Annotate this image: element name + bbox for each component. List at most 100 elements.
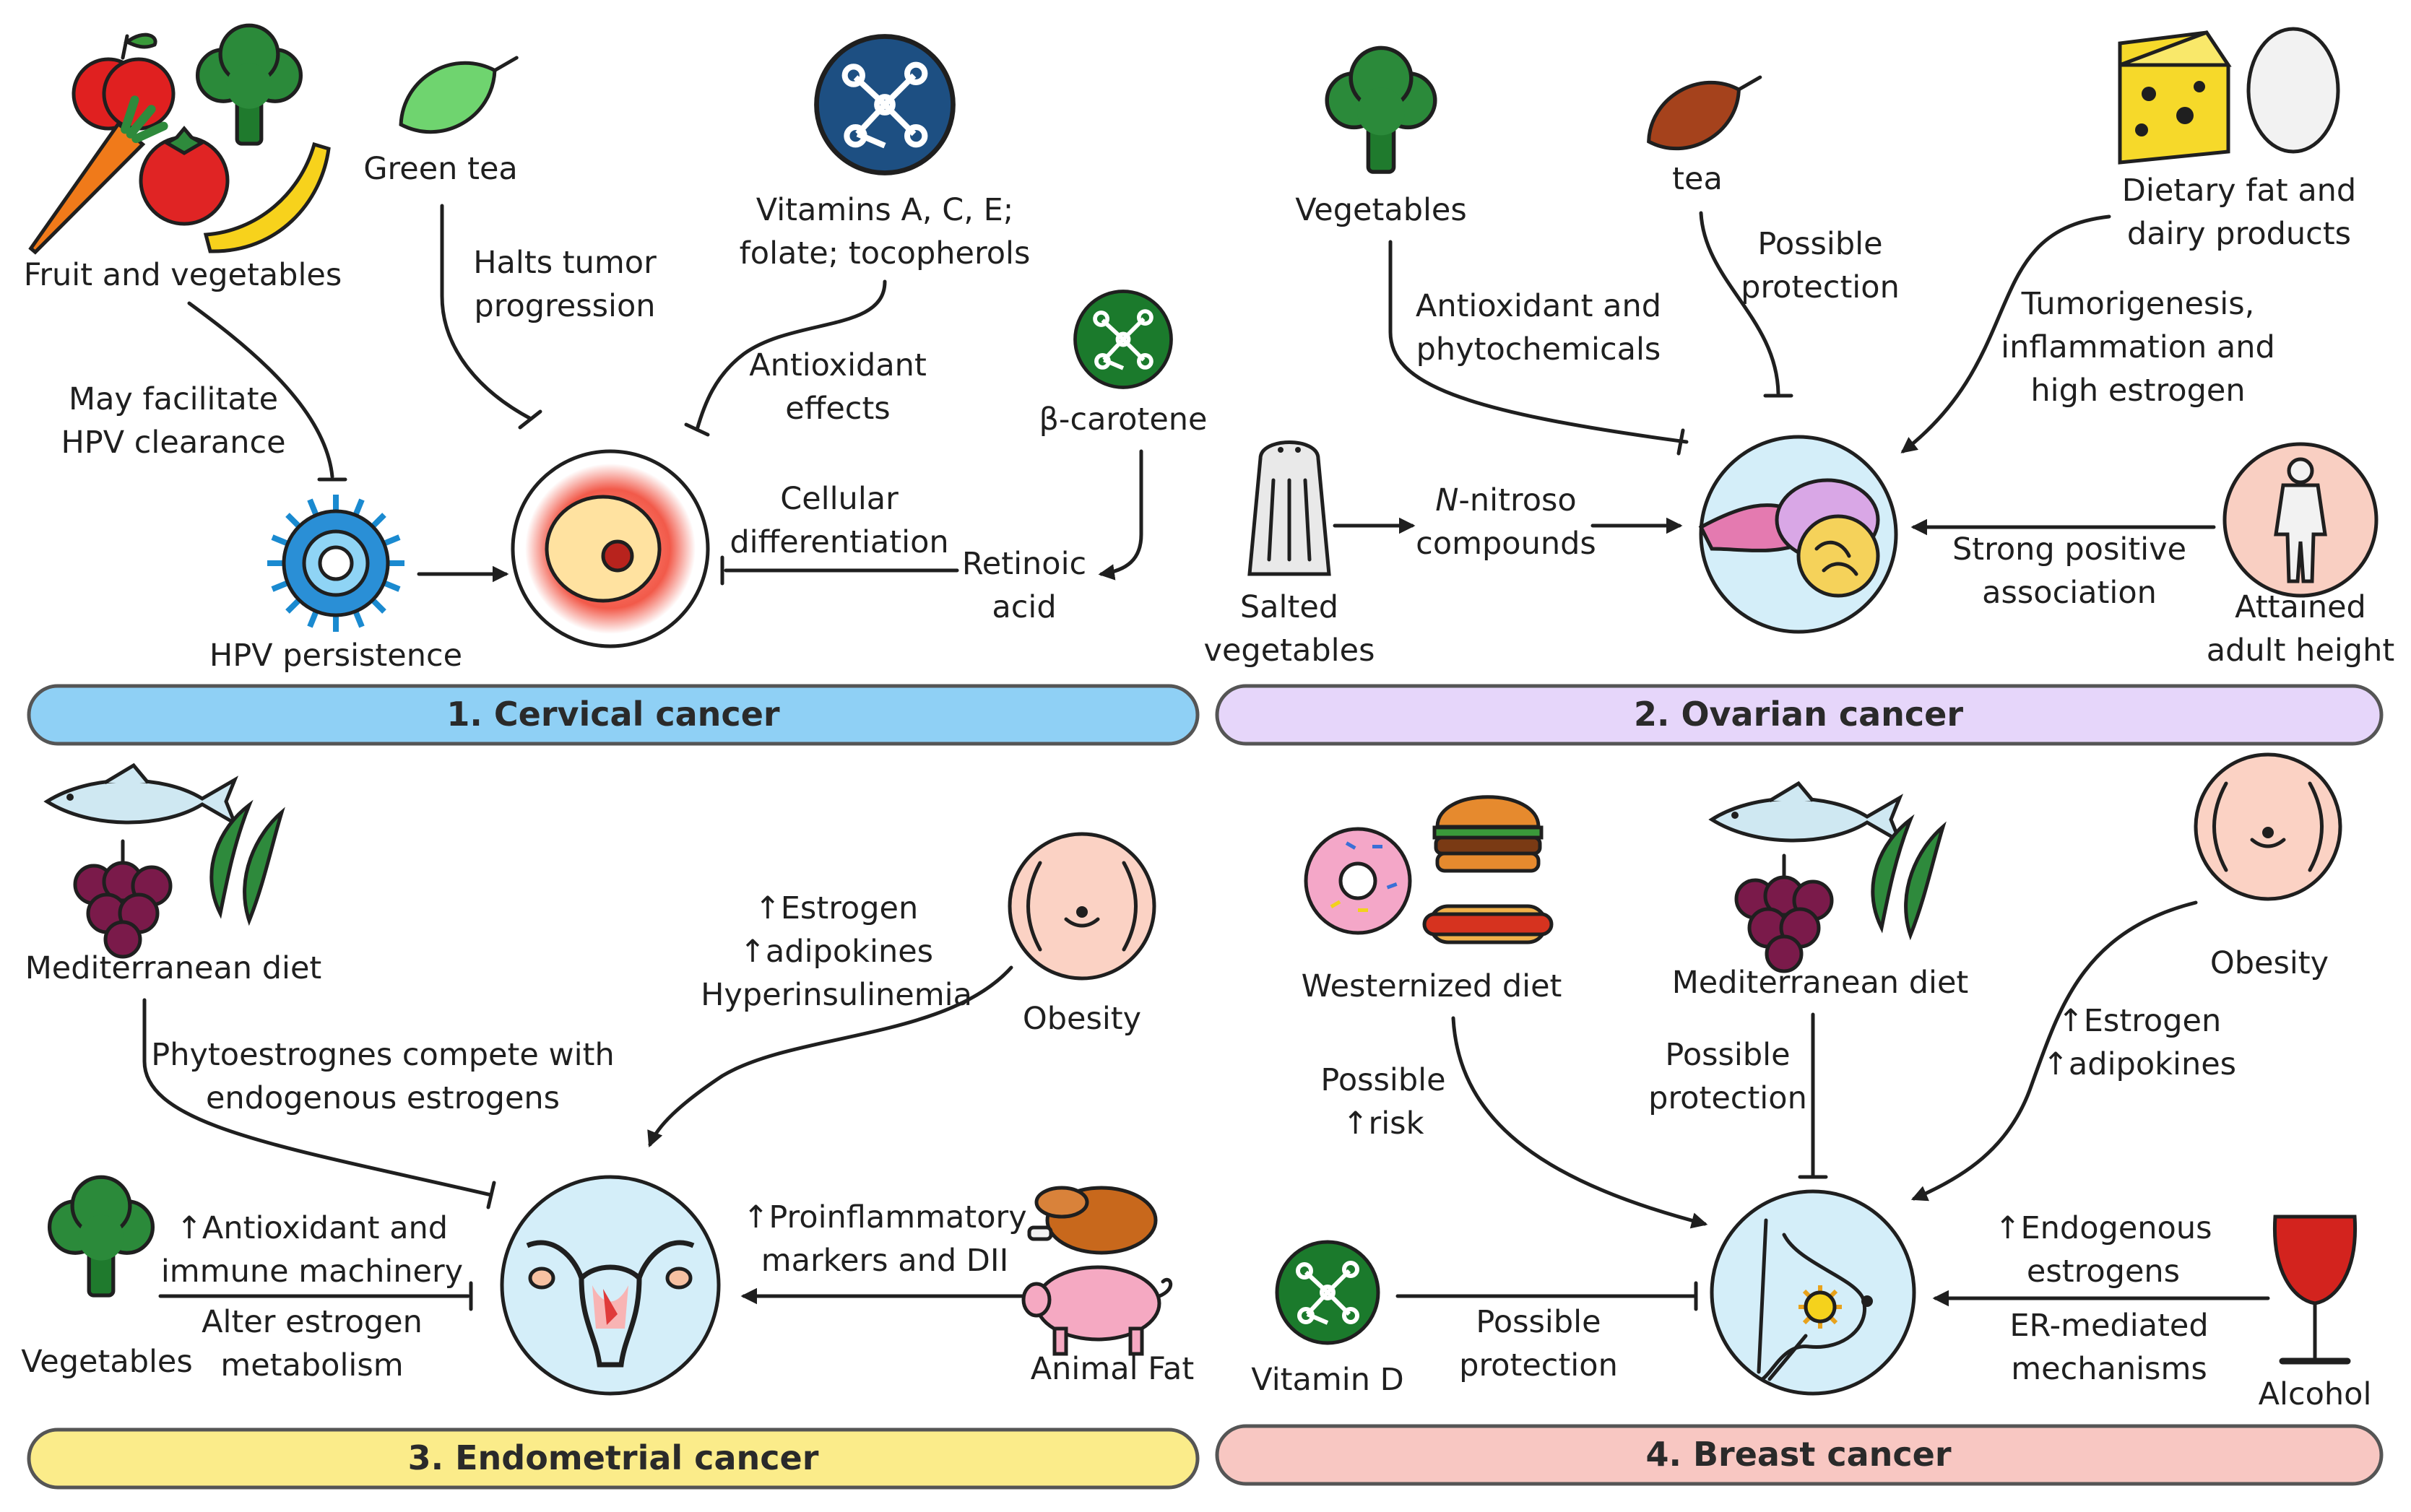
- fish-icon: [47, 765, 235, 823]
- green-beans-icon: [1873, 820, 1943, 935]
- tea-leaf-icon: [1647, 75, 1762, 151]
- fish-icon: [1712, 783, 1900, 841]
- molecule-icon: [1075, 292, 1172, 388]
- veg-effect-line1: ↑Antioxidant and: [176, 1210, 448, 1246]
- western-diet-label: Westernized diet: [1302, 968, 1562, 1004]
- green-beans-icon: [212, 805, 282, 921]
- dairy-effect-line1: Tumorigenesis,: [2021, 286, 2255, 322]
- breast-icon: [1710, 1189, 1916, 1396]
- height-effect-line2: association: [1982, 575, 2157, 611]
- endometrial-veg-label: Vegetables: [21, 1344, 193, 1380]
- broccoli-icon: [1327, 48, 1435, 172]
- band-ovarian: [1215, 684, 2384, 746]
- cheese-icon: [2118, 30, 2232, 165]
- fruit-veg-effect-line1: May facilitate: [69, 381, 278, 417]
- tea-label: tea: [1672, 161, 1723, 197]
- hotdog-icon: [1422, 904, 1554, 944]
- ovarian-veg-effect-line1: Antioxidant and: [1416, 288, 1661, 324]
- broccoli-icon: [50, 1177, 153, 1295]
- dairy-line1: Dietary fat and: [2122, 173, 2356, 209]
- tea-leaf-icon: [399, 56, 519, 134]
- pig-icon: [1021, 1265, 1173, 1356]
- breast-obesity-effect-line2: ↑adipokines: [2043, 1046, 2236, 1082]
- panel-endometrial: Mediterranean diet Phytoestrognes compet…: [21, 765, 1200, 1490]
- inhibit-line-tea: [440, 204, 533, 421]
- human-figure-icon: [2222, 442, 2378, 598]
- virus-icon: [267, 495, 404, 632]
- med-effect-line1: Phytoestrognes compete with: [151, 1037, 614, 1073]
- chicken-icon: [1027, 1186, 1158, 1255]
- panel-cervical: Fruit and vegetables May facilitate HPV …: [24, 25, 1208, 746]
- dairy-effect-line3: high estrogen: [2030, 373, 2245, 409]
- nitroso-line2: compounds: [1416, 526, 1596, 562]
- retinoic-effect-line2: differentiation: [730, 524, 948, 560]
- green-tea-label: Green tea: [363, 151, 518, 187]
- western-effect-line2: ↑risk: [1343, 1105, 1424, 1142]
- grapes-icon: [75, 841, 170, 957]
- ovary-icon: [1698, 435, 1898, 634]
- veg-effect-line3: Alter estrogen: [202, 1304, 423, 1340]
- belly-icon: [1010, 834, 1154, 978]
- obesity-effect-line2: ↑adipokines: [740, 934, 933, 970]
- donut-icon: [1304, 827, 1412, 935]
- fruit-veg-label: Fruit and vegetables: [24, 257, 342, 293]
- vitd-effect-line1: Possible: [1476, 1304, 1601, 1340]
- fruit-veg-effect-line2: HPV clearance: [61, 425, 285, 461]
- uterus-icon: [500, 1175, 721, 1396]
- fat-effect-line1: ↑Proinflammatory: [743, 1199, 1026, 1235]
- band-cervical-label: 1. Cervical cancer: [446, 695, 780, 734]
- band-endometrial-label: 3. Endometrial cancer: [408, 1438, 819, 1477]
- arrow-dairy: [1900, 214, 2111, 453]
- alcohol-effect-line1: ↑Endogenous: [1994, 1210, 2212, 1246]
- arrow-western: [1451, 1016, 1708, 1229]
- arrow-carotene-to-retinoic: [1098, 449, 1143, 581]
- band-breast: [1215, 1424, 2384, 1486]
- retinoic-effect-line1: Cellular: [780, 481, 899, 517]
- salt-shaker-icon: [1247, 440, 1331, 576]
- hpv-label: HPV persistence: [209, 638, 462, 674]
- alcohol-label: Alcohol: [2259, 1376, 2372, 1412]
- arrow-obesity-endo: [647, 965, 1013, 1148]
- inhibit-line-vitamins: [695, 279, 887, 432]
- arrow-obesity-breast: [1910, 900, 2198, 1202]
- vitd-effect-line2: protection: [1459, 1347, 1618, 1383]
- banana-icon: [203, 142, 331, 253]
- tea-effect-line2: protection: [1741, 269, 1900, 305]
- wine-glass-icon: [2272, 1215, 2358, 1365]
- dairy-line2: dairy products: [2127, 216, 2351, 252]
- broccoli-icon: [198, 25, 301, 144]
- molecule-icon: [1277, 1242, 1378, 1343]
- apple-icon: [72, 32, 176, 131]
- vitamin-d-label: Vitamin D: [1251, 1362, 1404, 1398]
- breast-obesity-effect-line1: ↑Estrogen: [2058, 1003, 2222, 1039]
- alcohol-effect-line4: mechanisms: [2011, 1351, 2207, 1387]
- height-line1: Attained: [2235, 589, 2366, 625]
- breast-med-effect-line2: protection: [1648, 1080, 1807, 1116]
- inhibit-line-ovarian-veg: [1388, 240, 1689, 444]
- beta-carotene-label: β-carotene: [1039, 401, 1207, 438]
- endometrial-obesity-label: Obesity: [1023, 1001, 1141, 1037]
- breast-med-effect-line1: Possible: [1665, 1037, 1790, 1073]
- salted-line2: vegetables: [1204, 633, 1375, 669]
- height-line2: adult height: [2207, 633, 2394, 669]
- alcohol-effect-line3: ER-mediated: [2009, 1308, 2208, 1344]
- salted-line1: Salted: [1240, 589, 1338, 625]
- band-breast-label: 4. Breast cancer: [1645, 1435, 1951, 1474]
- panel-breast: Westernized diet Possible ↑risk Mediterr…: [1215, 755, 2384, 1486]
- carrot-icon: [28, 95, 168, 255]
- band-cervical: [27, 684, 1200, 746]
- animal-fat-label: Animal Fat: [1031, 1351, 1194, 1387]
- ovarian-veg-effect-line2: phytochemicals: [1416, 331, 1661, 368]
- western-effect-line1: Possible: [1320, 1062, 1445, 1098]
- belly-icon: [2196, 755, 2340, 899]
- burger-icon: [1432, 795, 1544, 873]
- breast-med-diet-label: Mediterranean diet: [1672, 965, 1969, 1001]
- tea-effect-line1: Possible: [1757, 226, 1882, 262]
- band-endometrial: [27, 1428, 1200, 1490]
- band-ovarian-label: 2. Ovarian cancer: [1634, 695, 1963, 734]
- vitamins-line2: folate; tocopherols: [740, 235, 1031, 271]
- retinoic-line2: acid: [992, 589, 1056, 625]
- fat-effect-line2: markers and DII: [761, 1243, 1009, 1279]
- ovarian-vegetables-label: Vegetables: [1295, 192, 1467, 228]
- vitamins-effect-line1: Antioxidant: [749, 347, 927, 383]
